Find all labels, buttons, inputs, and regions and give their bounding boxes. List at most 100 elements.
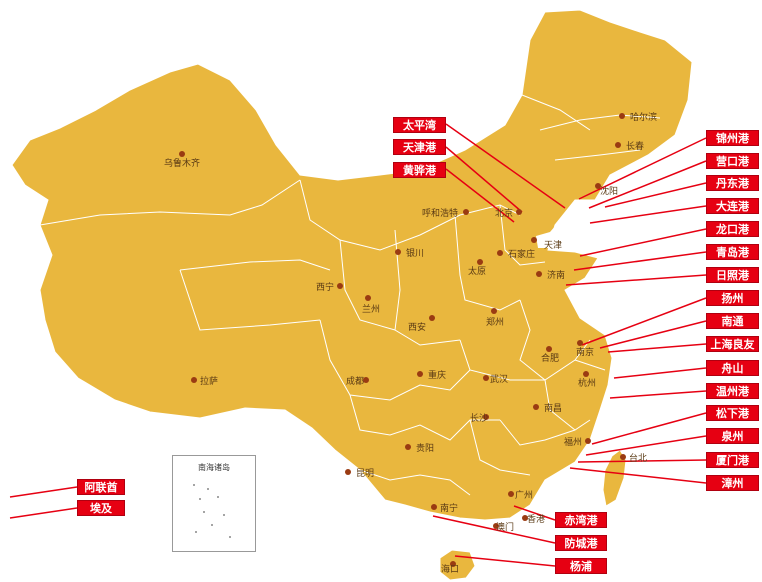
port-tag-dandong[interactable]: 丹东港 (706, 175, 759, 191)
city-label-shijiazhuang: 石家庄 (508, 248, 535, 260)
city-label-yinchuan: 银川 (406, 247, 424, 259)
city-layer: 乌鲁木齐哈尔滨长春沈阳呼和浩特北京天津石家庄太原银川济南西宁兰州西安郑州南京合肥… (164, 111, 657, 575)
city-dot-haikou (450, 561, 456, 567)
line-dandong (604, 182, 707, 208)
city-dot-taibei (620, 454, 626, 460)
port-tag-shanghai[interactable]: 上海良友 (706, 336, 759, 352)
city-label-haikou: 海口 (441, 563, 459, 575)
city-label-tianjin: 天津 (544, 240, 562, 251)
port-tag-yangpu[interactable]: 杨浦 (555, 558, 607, 574)
line-yingkou (588, 160, 707, 209)
line-chiwan (513, 505, 556, 521)
island-dot (217, 496, 219, 498)
city-dot-xining (337, 283, 343, 289)
line-dalian (589, 205, 707, 224)
line-jinzhou (578, 137, 707, 200)
city-label-taiyuan: 太原 (468, 265, 486, 277)
city-dot-beijing (516, 209, 522, 215)
city-label-hohhot: 呼和浩特 (422, 207, 458, 219)
line-wenzhou (609, 390, 707, 399)
city-dot-guiyang (405, 444, 411, 450)
route-lines (9, 123, 707, 567)
city-dot-guangzhou (508, 491, 514, 497)
port-tag-yangzhou[interactable]: 扬州 (706, 290, 759, 306)
city-dot-chongqing (417, 371, 423, 377)
port-tag-tianjin[interactable]: 天津港 (393, 139, 446, 155)
line-quanzhou (585, 435, 707, 456)
line-egypt (9, 507, 78, 519)
city-label-beijing: 北京 (495, 207, 513, 219)
city-dot-hongkong (522, 515, 528, 521)
city-label-nanchang: 南昌 (544, 402, 562, 414)
city-dot-tianjin (531, 237, 537, 243)
island-dot (211, 524, 213, 526)
city-label-taibei: 台北 (629, 452, 647, 464)
port-tag-fangcheng[interactable]: 防城港 (555, 535, 607, 551)
port-tag-rizhao[interactable]: 日照港 (706, 267, 759, 283)
city-label-hangzhou: 杭州 (578, 377, 596, 389)
port-tag-taipingwan[interactable]: 太平湾 (393, 117, 446, 133)
port-tag-egypt[interactable]: 埃及 (77, 500, 125, 516)
city-dot-changchun (615, 142, 621, 148)
city-dot-shijiazhuang (497, 250, 503, 256)
city-label-hongkong: 香港 (527, 513, 545, 525)
island-dot (223, 514, 225, 516)
port-tag-huanghua[interactable]: 黄骅港 (393, 162, 446, 178)
port-tag-nantong[interactable]: 南通 (706, 313, 759, 329)
city-dot-fuzhou (585, 438, 591, 444)
city-dot-yinchuan (395, 249, 401, 255)
port-tag-zhangzhou[interactable]: 漳州 (706, 475, 759, 491)
line-huanghua (445, 168, 515, 223)
city-label-kunming: 昆明 (356, 468, 374, 479)
south-china-sea-inset: 南海诸岛 (172, 455, 256, 552)
city-dot-hangzhou (583, 371, 589, 377)
city-label-fuzhou: 福州 (564, 436, 582, 448)
line-zhoushan (613, 367, 707, 379)
city-dot-lhasa (191, 377, 197, 383)
city-dot-nanjing (577, 340, 583, 346)
port-tag-xiamen[interactable]: 厦门港 (706, 452, 759, 468)
city-label-chengdu: 成都 (346, 375, 364, 387)
line-yangpu (454, 555, 556, 567)
city-label-wuhan: 武汉 (490, 373, 508, 385)
port-tag-yingkou[interactable]: 营口港 (706, 153, 759, 169)
island-dot (195, 531, 197, 533)
city-dot-nanning (431, 504, 437, 510)
port-tag-jinzhou[interactable]: 锦州港 (706, 130, 759, 146)
city-label-guiyang: 贵阳 (416, 442, 434, 454)
port-tag-songxia[interactable]: 松下港 (706, 405, 759, 421)
line-shanghai (607, 343, 707, 353)
city-label-lhasa: 拉萨 (200, 375, 218, 387)
port-tag-wenzhou[interactable]: 温州港 (706, 383, 759, 399)
port-tag-zhoushan[interactable]: 舟山 (706, 360, 759, 376)
line-xiamen (577, 459, 707, 463)
line-qingdao (573, 251, 707, 271)
city-label-jinan: 济南 (547, 269, 565, 281)
inset-title: 南海诸岛 (198, 463, 230, 472)
island-dot (229, 536, 231, 538)
line-taipingwan (445, 123, 566, 209)
bohai-sea (536, 200, 592, 248)
port-tag-longkou[interactable]: 龙口港 (706, 221, 759, 237)
island-dot (193, 484, 195, 486)
city-label-shenyang: 沈阳 (600, 185, 618, 197)
city-dot-shenyang (595, 183, 601, 189)
line-nantong (599, 320, 707, 349)
city-dot-kunming (345, 469, 351, 475)
mainland-shape (11, 9, 693, 521)
port-tag-chiwan[interactable]: 赤湾港 (555, 512, 607, 528)
port-tag-quanzhou[interactable]: 泉州 (706, 428, 759, 444)
island-dot (203, 511, 205, 513)
city-dot-lanzhou (365, 295, 371, 301)
city-dot-wuhan (483, 375, 489, 381)
line-yangzhou (581, 297, 707, 346)
city-dot-xian (429, 315, 435, 321)
city-dot-harbin (619, 113, 625, 119)
port-tag-uae[interactable]: 阿联酋 (77, 479, 125, 495)
island-dot (199, 498, 201, 500)
port-tag-qingdao[interactable]: 青岛港 (706, 244, 759, 260)
city-dot-jinan (536, 271, 542, 277)
city-label-nanning: 南宁 (440, 502, 458, 514)
port-tag-dalian[interactable]: 大连港 (706, 198, 759, 214)
